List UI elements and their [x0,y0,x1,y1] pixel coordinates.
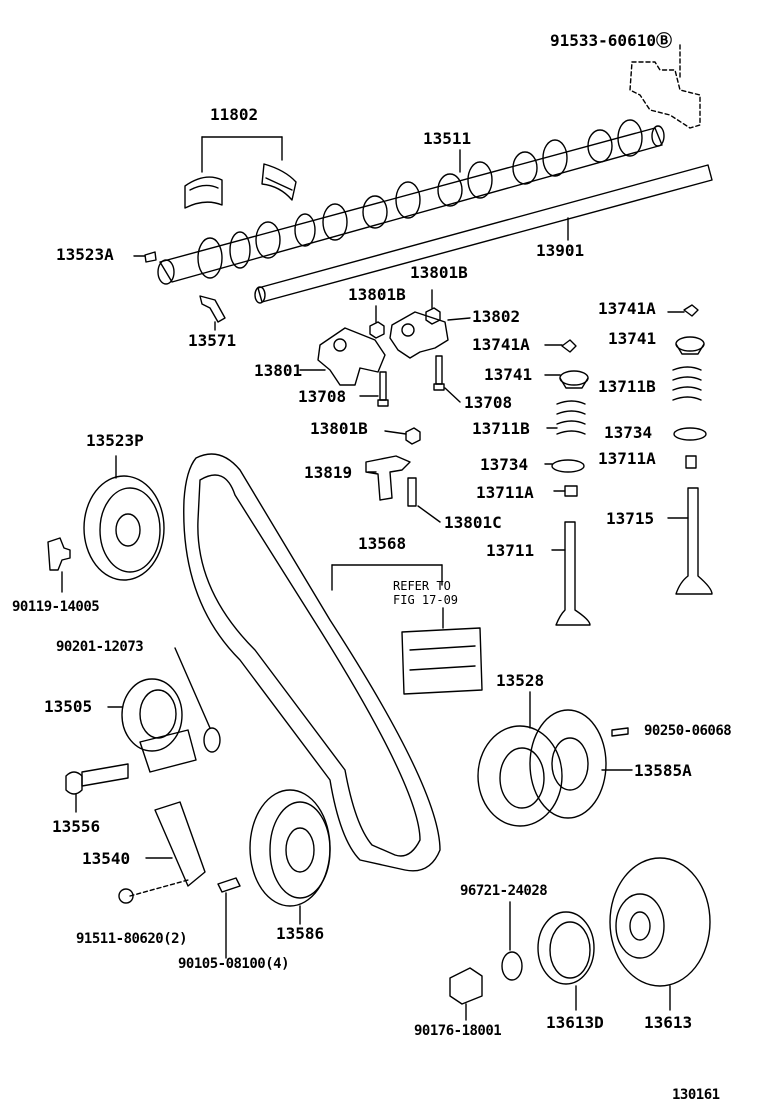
label-13568: 13568 [358,534,407,553]
label-13523A: 13523A [56,245,114,264]
label-13708-right: 13708 [464,393,513,412]
camshaft-timing-pulley [83,455,165,581]
screw [217,877,241,959]
label-90176: 90176-18001 [414,1023,502,1039]
label-90250: 90250-06068 [644,723,732,739]
label-13711B-left: 13711B [472,419,530,438]
label-13741A-left: 13741A [472,335,530,354]
label-13802: 13802 [472,307,521,326]
figure-number: 130161 [672,1087,720,1103]
label-13711B-right: 13711B [598,377,656,396]
leader-lines [133,255,689,551]
adjusting-nuts [369,289,441,445]
label-13801: 13801 [254,361,303,380]
camshaft [157,119,665,285]
label-13556: 13556 [52,817,101,836]
label-13613D: 13613D [546,1013,604,1032]
label-13523P: 13523P [86,431,144,450]
valve-train [551,304,713,626]
refer-line-1: REFER TO [393,579,451,593]
label-13708-left: 13708 [298,387,347,406]
plug [449,967,483,1021]
label-13585A: 13585A [634,761,692,780]
label-96721: 96721-24028 [460,883,548,899]
label-13741-left: 13741 [484,365,533,384]
camshaft-pin [144,251,157,263]
o-ring [501,901,523,981]
label-91511: 91511-80620(2) [76,931,188,947]
label-13801B-mid: 13801B [348,285,406,304]
label-13901: 13901 [536,241,585,260]
label-13801C: 13801C [444,513,502,532]
crankshaft-timing-gear [609,857,711,1011]
label-13505: 13505 [44,697,93,716]
label-13711A-left: 13711A [476,483,534,502]
label-13711A-right: 13711A [598,449,656,468]
crankshaft-pulley [249,789,331,925]
pin [611,727,629,737]
washer [174,647,221,753]
label-13711: 13711 [486,541,535,560]
rocker-arm-shaft [254,164,713,304]
tension-spring [118,801,206,904]
label-90119: 90119-14005 [12,599,100,615]
label-13540: 13540 [82,849,131,868]
label-13801B-low: 13801B [310,419,368,438]
label-13819: 13819 [304,463,353,482]
timing-belt-idler [107,678,197,773]
crankshaft-timing-pulley [477,691,633,827]
label-13715: 13715 [606,509,655,528]
thrust-plate [199,295,226,331]
pivot-bolt [65,763,129,813]
label-13586: 13586 [276,924,325,943]
label-90105: 90105-08100(4) [178,956,290,972]
rocker-support [365,455,441,523]
label-13734-left: 13734 [480,455,529,474]
label-13801B-top: 13801B [410,263,468,282]
label-13741A-right: 13741A [598,299,656,318]
rocker-arms [299,311,471,386]
label-13741-right: 13741 [608,329,657,348]
oil-seal [537,911,595,1011]
label-11802: 11802 [210,105,259,124]
label-13511: 13511 [423,129,472,148]
label-90201: 90201-12073 [56,639,144,655]
label-13734-right: 13734 [604,423,653,442]
reference-label-box [401,607,483,695]
label-13613: 13613 [644,1013,693,1032]
adjusting-screws [359,355,461,407]
label-91533: 91533-60610Ⓑ [550,31,672,50]
timing-belt [183,453,443,872]
refer-line-2: FIG 17-09 [393,593,459,607]
label-13571: 13571 [188,331,237,350]
camshaft-bearing-set [184,136,297,209]
bolt [47,537,71,593]
camshaft-bearing-cap [629,44,701,129]
label-13528: 13528 [496,671,545,690]
